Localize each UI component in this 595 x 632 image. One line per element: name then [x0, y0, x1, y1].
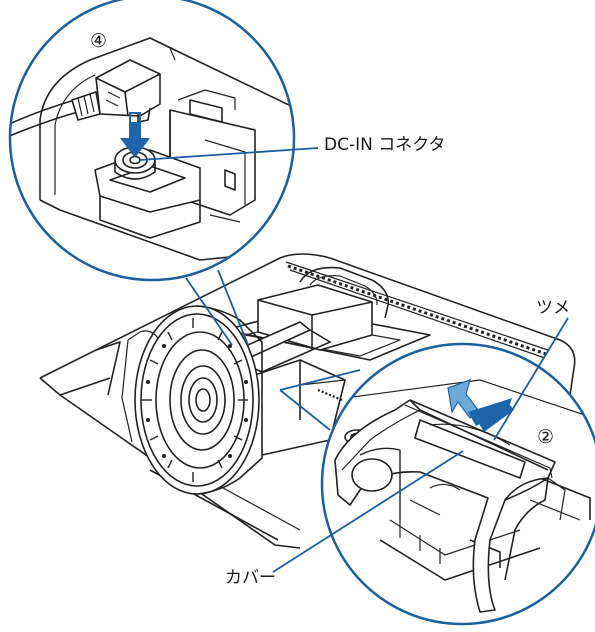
magnifier-bottom-frame: [320, 342, 595, 626]
release-arrow-icon: [447, 379, 514, 432]
magnifier-top-frame: [8, 0, 296, 282]
leader-lines: [139, 147, 569, 573]
cover-label: カバー: [225, 568, 276, 588]
magnifier-bottom-cone: [279, 369, 361, 431]
magnifier-top-content: [10, 37, 294, 261]
magnifier-top-cone: [185, 269, 249, 346]
leader-cover: [272, 450, 464, 573]
tab-label: ツメ: [536, 298, 570, 318]
dc-in-connector-label: DC-IN コネクタ: [324, 135, 446, 155]
stand-ring: [121, 305, 263, 495]
leader-dc-in: [139, 147, 319, 161]
magnifier-bottom-content: [329, 379, 595, 613]
down-arrow-icon: [120, 112, 150, 158]
step-4-label: ④: [90, 30, 108, 52]
leader-tab: [493, 317, 569, 441]
step-2-label: ②: [537, 426, 555, 448]
